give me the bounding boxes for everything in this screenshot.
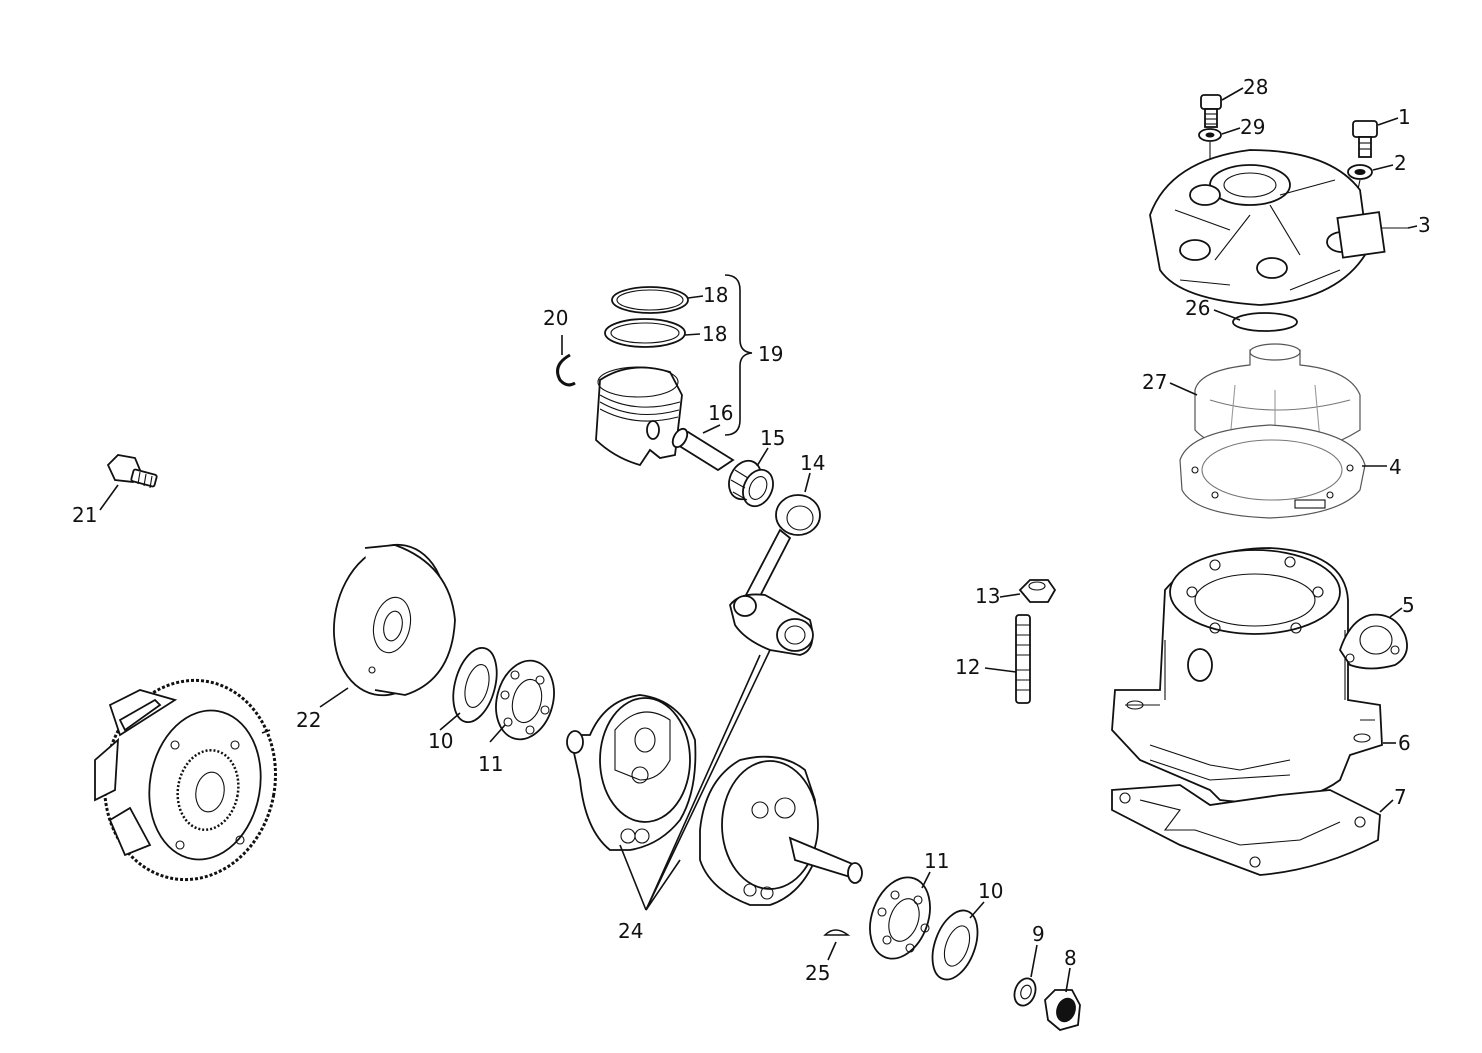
bolt-part-28 — [1200, 94, 1222, 128]
seal-part-10-left — [452, 647, 498, 723]
callout-2: 2 — [1394, 151, 1407, 175]
callout-16: 16 — [708, 401, 733, 425]
crankshaft-half-right-part — [699, 755, 863, 906]
washer-part-2 — [1347, 164, 1373, 180]
callout-10-right: 10 — [978, 879, 1003, 903]
callout-5: 5 — [1402, 593, 1415, 617]
callout-20: 20 — [543, 306, 568, 330]
base-gasket-part-7 — [1111, 784, 1381, 876]
callout-22: 22 — [296, 708, 321, 732]
piston-part — [595, 366, 683, 467]
nut-part-13 — [1018, 579, 1057, 603]
callout-9: 9 — [1032, 922, 1045, 946]
exhaust-gasket-part-5 — [1339, 613, 1408, 670]
callout-labels: 28 29 1 2 3 26 27 4 5 6 7 13 12 18 18 19… — [72, 75, 1431, 985]
leader-24c — [645, 649, 771, 911]
combustion-chamber-part-27 — [1194, 343, 1361, 456]
bracket-group-19 — [724, 274, 753, 436]
seal-part-10-right — [931, 909, 979, 981]
callout-18-bottom: 18 — [702, 322, 727, 346]
callout-26: 26 — [1185, 296, 1210, 320]
callout-24: 24 — [618, 919, 643, 943]
bearing-part-11-left — [495, 659, 555, 741]
callout-13: 13 — [975, 584, 1000, 608]
cylinder-part-6 — [1111, 547, 1383, 804]
piston-rings-part-18 — [604, 286, 689, 348]
callout-29: 29 — [1240, 115, 1265, 139]
callout-1: 1 — [1398, 105, 1411, 129]
nut-part-8 — [1044, 989, 1081, 1031]
leader-lines — [99, 87, 1418, 993]
woodruff-key-part-25 — [823, 929, 851, 936]
o-ring-part-26 — [1232, 312, 1298, 332]
head-gasket-part-4 — [1179, 424, 1366, 519]
bolt-part-1 — [1352, 120, 1378, 158]
circlip-part-20 — [556, 353, 576, 387]
callout-4: 4 — [1389, 455, 1402, 479]
bolt-part-21 — [106, 454, 158, 489]
leader-24b — [645, 859, 681, 911]
washer-part-9 — [1013, 977, 1037, 1007]
leader-24a — [619, 844, 647, 911]
crankshaft-half-left-part — [566, 694, 697, 851]
callout-12: 12 — [955, 655, 980, 679]
callout-3: 3 — [1418, 213, 1431, 237]
callout-25: 25 — [805, 961, 830, 985]
callout-15: 15 — [760, 426, 785, 450]
callout-11-left: 11 — [478, 752, 503, 776]
callout-28: 28 — [1243, 75, 1268, 99]
callout-18-top: 18 — [703, 283, 728, 307]
callout-8: 8 — [1064, 946, 1077, 970]
piston-pin-part-16 — [671, 427, 735, 472]
callout-7: 7 — [1394, 785, 1407, 809]
leader-24d — [645, 654, 761, 911]
callout-11-right: 11 — [924, 849, 949, 873]
needle-bearing-part-15 — [728, 459, 774, 508]
callout-6: 6 — [1398, 731, 1411, 755]
callout-27: 27 — [1142, 370, 1167, 394]
cylinder-head-cover-part — [1149, 149, 1408, 306]
callout-14: 14 — [800, 451, 825, 475]
callout-19: 19 — [758, 342, 783, 366]
stud-part-12 — [1015, 614, 1031, 704]
callout-21: 21 — [72, 503, 97, 527]
bearing-part-11-right — [869, 876, 931, 960]
flywheel-part-22 — [333, 543, 456, 697]
washer-part-29 — [1198, 128, 1222, 142]
callout-10-left: 10 — [428, 729, 453, 753]
connecting-rod-part-14 — [729, 494, 821, 656]
clutch-gear-part — [94, 678, 277, 882]
